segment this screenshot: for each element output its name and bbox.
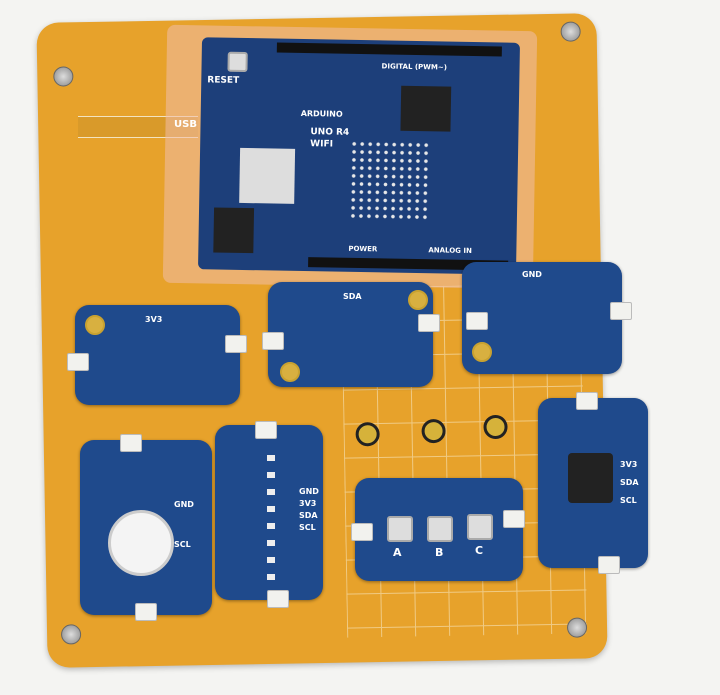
pin-label: GND <box>174 500 194 509</box>
digital-header <box>276 42 502 57</box>
qwiic-connector[interactable] <box>351 523 373 541</box>
digital-label: DIGITAL (PWM~) <box>381 62 448 72</box>
screw <box>53 66 74 87</box>
movement-sensor-module: SDA <box>262 282 440 387</box>
mcu-chip <box>400 85 452 132</box>
qwiic-connector[interactable] <box>262 332 284 350</box>
usb-label: USB <box>174 119 197 130</box>
arduino-uno-r4-wifi: DIGITAL (PWM~) RESET ARDUINO UNO R4 WIFI… <box>197 37 521 275</box>
distance-sensor-module: 3V3 <box>67 305 247 405</box>
screw <box>560 21 581 42</box>
qwiic-connector[interactable] <box>67 353 89 371</box>
screw <box>566 617 588 638</box>
button-c[interactable] <box>467 514 493 540</box>
led-matrix <box>348 139 431 222</box>
button-b-label: B <box>435 546 444 559</box>
buzzer-module: 3V3 SDA SCL <box>538 392 648 574</box>
pin-label: SDA <box>620 478 639 487</box>
pin-label: GND <box>522 270 542 279</box>
model-label: UNO R4 <box>310 127 350 138</box>
pin-label: SCL <box>174 540 191 549</box>
rotary-knob[interactable] <box>108 510 174 576</box>
variant-label: WIFI <box>310 139 334 150</box>
pin-label: 3V3 <box>620 460 638 469</box>
environment-sensor-module: GND <box>462 262 632 374</box>
power-label: POWER <box>348 244 378 254</box>
qwiic-connector[interactable] <box>225 335 247 353</box>
qwiic-connector[interactable] <box>267 590 289 608</box>
mount-hole <box>472 342 492 362</box>
pin-label: SCL <box>299 523 316 532</box>
reset-label: RESET <box>207 75 240 86</box>
pin-label: 3V3 <box>145 315 163 324</box>
arduino-brand: ARDUINO <box>300 108 343 119</box>
qwiic-connector[interactable] <box>503 510 525 528</box>
pixels-module: GND 3V3 SDA SCL <box>215 421 323 608</box>
button-a[interactable] <box>387 516 413 542</box>
qwiic-connector[interactable] <box>418 314 440 332</box>
knob-module: GND SCL <box>80 434 212 621</box>
led-strip <box>267 455 275 585</box>
buttons-module: A B C <box>351 478 525 581</box>
buzzer <box>568 453 613 503</box>
pin-label: SCL <box>620 496 637 505</box>
screw <box>60 624 82 645</box>
qwiic-connector[interactable] <box>610 302 632 320</box>
reset-button[interactable] <box>227 51 248 73</box>
button-b[interactable] <box>427 516 453 542</box>
pin-label: GND <box>299 487 319 496</box>
power-jack <box>213 207 255 254</box>
qwiic-connector[interactable] <box>120 434 142 452</box>
button-c-label: C <box>475 544 484 557</box>
qwiic-connector[interactable] <box>598 556 620 574</box>
qwiic-connector[interactable] <box>576 392 598 410</box>
qwiic-connector[interactable] <box>135 603 157 621</box>
mount-hole <box>408 290 428 310</box>
button-a-label: A <box>393 546 402 559</box>
mount-hole <box>85 315 105 335</box>
pin-label: 3V3 <box>299 499 317 508</box>
wifi-module <box>239 147 296 204</box>
analog-label: ANALOG IN <box>428 246 472 255</box>
pin-label: SDA <box>343 292 362 301</box>
pin-label: SDA <box>299 511 318 520</box>
qwiic-connector[interactable] <box>255 421 277 439</box>
mount-hole <box>280 362 300 382</box>
qwiic-connector[interactable] <box>466 312 488 330</box>
